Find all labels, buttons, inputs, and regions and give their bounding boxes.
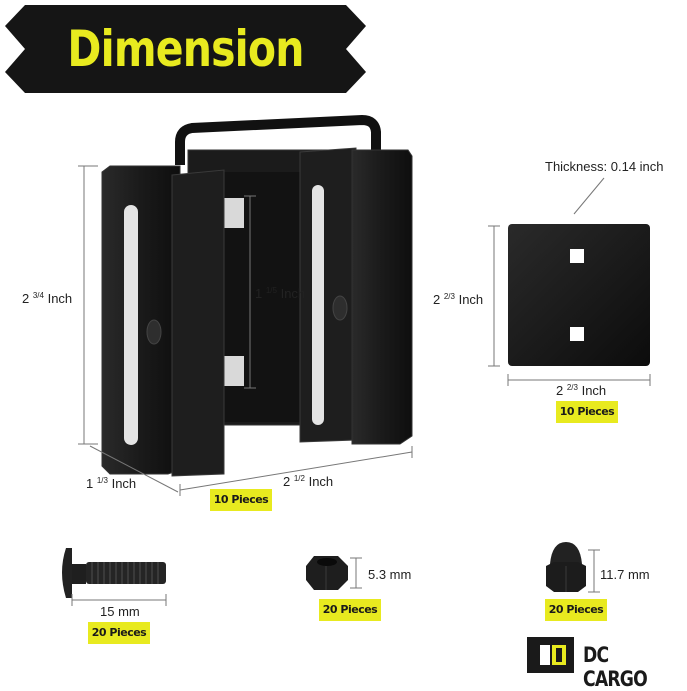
banner-title: Dimension <box>67 20 304 78</box>
cap-nut-image <box>546 542 586 592</box>
bracket-quantity-badge: 10 Pieces <box>210 489 272 511</box>
plate-quantity-badge: 10 Pieces <box>556 401 618 423</box>
brand-name: DC CARGO <box>583 643 648 691</box>
bracket-depth-label: 1 1/3 Inch <box>86 476 137 491</box>
bracket-inner-height-label: 1 1/5 Inch <box>255 286 306 301</box>
cap-nut-quantity-badge: 20 Pieces <box>545 599 607 621</box>
bracket-image <box>101 114 413 477</box>
title-banner: Dimension <box>3 3 368 95</box>
banner-shape <box>5 5 366 93</box>
plate-height-label: 2 2/3 Inch <box>433 292 484 307</box>
carriage-bolt-image <box>62 548 166 598</box>
plate-dimension-lines <box>488 177 651 386</box>
bolt-dimension-line <box>71 594 167 606</box>
bolt-quantity-badge: 20 Pieces <box>88 622 150 644</box>
bolt-length-label: 15 mm <box>100 604 140 619</box>
bracket-height-label: 2 3/4 Inch <box>22 291 73 306</box>
cap-nut-height-label: 11.7 mm <box>600 567 650 582</box>
plate-image <box>508 224 650 366</box>
bracket-dimension-lines <box>78 165 413 496</box>
cap-nut-dimension-line <box>588 549 600 593</box>
nut-quantity-badge: 20 Pieces <box>319 599 381 621</box>
hex-nut-image <box>306 556 348 590</box>
plate-width-label: 2 2/3 Inch <box>556 383 607 398</box>
bracket-width-label: 2 1/2 Inch <box>283 474 334 489</box>
plate-thickness-label: Thickness: 0.14 inch <box>545 159 664 174</box>
brand-logo-mark <box>527 637 574 673</box>
nut-dimension-line <box>350 557 362 589</box>
nut-height-label: 5.3 mm <box>368 567 412 582</box>
